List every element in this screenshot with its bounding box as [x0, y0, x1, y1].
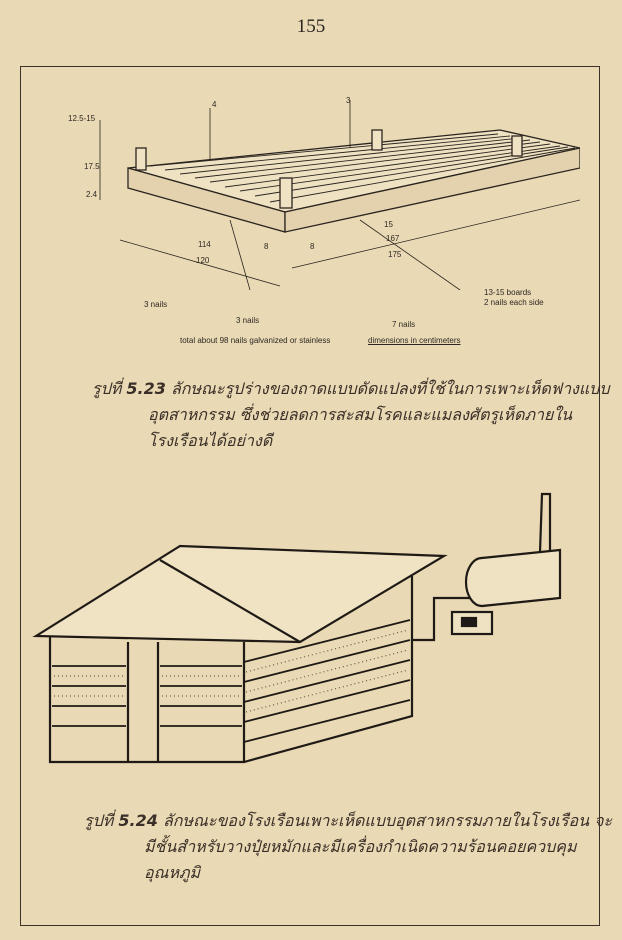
mushroom-house-drawing	[32, 492, 562, 764]
page-number: 155	[296, 16, 326, 37]
dim-114: 114	[198, 240, 211, 249]
dim-12-5-15: 12.5-15	[68, 114, 96, 123]
note-3-nails-left: 3 nails	[144, 300, 168, 309]
tray-drawing	[99, 100, 580, 290]
dim-8b: 8	[310, 242, 315, 251]
dim-2-4: 2.4	[86, 190, 98, 199]
dim-120: 120	[196, 256, 210, 265]
dim-4: 4	[212, 100, 217, 109]
caption-5-23-number: 5.23	[126, 379, 166, 398]
caption-5-23-line3: โรงเรือนได้อย่างดี	[148, 431, 273, 450]
caption-5-24: รูปที่ 5.24 ลักษณะของโรงเรือนเพาะเห็ดแบบ…	[84, 808, 612, 886]
dim-8a: 8	[264, 242, 269, 251]
dim-15: 15	[384, 220, 393, 229]
caption-5-24-number: 5.24	[118, 811, 158, 830]
dim-17-5-small: 17.5	[84, 162, 100, 171]
caption-5-23-line2: อุตสาหกรรม ซึ่งช่วยลดการสะสมโรคและแมลงศั…	[148, 405, 573, 424]
caption-5-24-line2: มีชั้นสำหรับวางปุ๋ยหมักและมีเครื่องกำเนิ…	[144, 837, 577, 856]
caption-5-24-text1: ลักษณะของโรงเรือนเพาะเห็ดแบบอุตสาหกรรมภา…	[162, 811, 613, 830]
note-total-nails: total about 98 nails galvanized or stain…	[180, 336, 331, 345]
note-3-nails-mid: 3 nails	[236, 316, 260, 325]
caption-5-23-line1: รูปที่ 5.23 ลักษณะรูปร่างของถาดแบบดัดแปล…	[92, 376, 609, 402]
caption-5-24-prefix: รูปที่	[84, 811, 114, 830]
caption-5-23-text1: ลักษณะรูปร่างของถาดแบบดัดแปลงที่ใช้ในการ…	[170, 379, 610, 398]
caption-5-24-line3: อุณหภูมิ	[144, 863, 201, 882]
caption-5-24-line1: รูปที่ 5.24 ลักษณะของโรงเรือนเพาะเห็ดแบบ…	[84, 808, 612, 834]
note-boards: 13-15 boards	[484, 288, 532, 297]
caption-5-23: รูปที่ 5.23 ลักษณะรูปร่างของถาดแบบดัดแปล…	[92, 376, 609, 454]
note-nails-each-side: 2 nails each side	[484, 298, 544, 307]
page-frame	[20, 66, 600, 926]
dim-3: 3	[346, 96, 351, 105]
note-7-nails: 7 nails	[392, 320, 416, 329]
dim-167: 167	[386, 234, 400, 243]
dim-175: 175	[388, 250, 402, 259]
caption-5-23-prefix: รูปที่	[92, 379, 122, 398]
note-dimensions: dimensions in centimeters	[368, 336, 461, 345]
